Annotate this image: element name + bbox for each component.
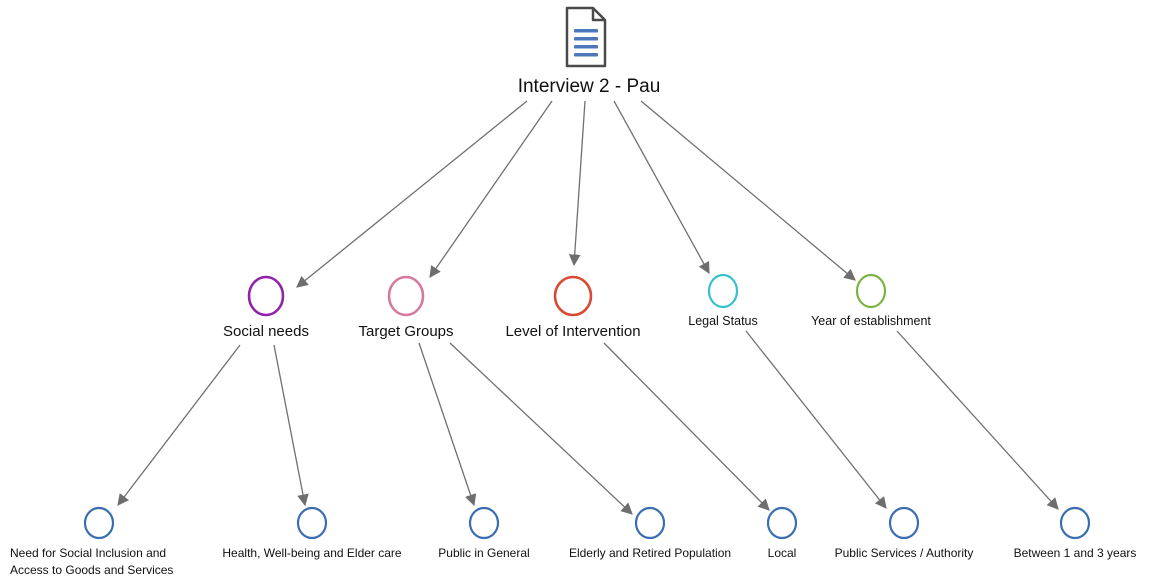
edge-to-code-need-for-social-inclusion-and xyxy=(117,344,241,506)
code-label-social-inclusion-line-2: Access to Goods and Services xyxy=(10,563,174,577)
category-label-legal-status: Legal Status xyxy=(688,314,758,328)
category-label-level-of-intervention: Level of Intervention xyxy=(505,323,641,340)
category-label-target-groups: Target Groups xyxy=(358,323,454,340)
category-node-legal-status[interactable] xyxy=(707,273,739,309)
edge-to-code-public-services-authority xyxy=(745,330,887,509)
code-label-public-services: Public Services / Authority xyxy=(834,546,974,560)
edge-root-to-target-groups xyxy=(429,100,553,278)
edges-layer xyxy=(117,100,1059,515)
category-node-year-of-establishment[interactable] xyxy=(855,273,887,309)
edge-to-code-public-in-general xyxy=(418,342,477,507)
edge-to-code-health-well-being-and-elder-care xyxy=(273,344,309,507)
category-label-social-needs: Social needs xyxy=(223,323,309,340)
document-icon[interactable] xyxy=(565,6,607,68)
root-label: Interview 2 - Pau xyxy=(517,76,661,97)
category-node-level-of-intervention[interactable] xyxy=(553,275,593,317)
category-node-social-needs[interactable] xyxy=(247,275,285,317)
code-node-public-services-authority[interactable] xyxy=(888,506,920,540)
code-node-between-1-and-3-years[interactable] xyxy=(1059,506,1091,540)
code-label-health-wellbeing: Health, Well-being and Elder care xyxy=(222,546,402,560)
code-node-elderly-and-retired-population[interactable] xyxy=(634,506,666,540)
code-label-local: Local xyxy=(767,546,797,560)
nodes-layer xyxy=(83,273,1091,540)
edge-to-code-elderly-and-retired-population xyxy=(449,342,633,515)
category-label-year-of-establishment: Year of establishment xyxy=(811,314,931,328)
edge-root-to-social-needs xyxy=(296,100,528,288)
code-label-between-1-and-3-years: Between 1 and 3 years xyxy=(1013,546,1137,560)
code-label-social-inclusion-line-1: Need for Social Inclusion and xyxy=(10,546,167,560)
code-label-elderly-retired: Elderly and Retired Population xyxy=(568,546,732,560)
edge-to-code-local xyxy=(603,342,770,511)
edge-root-to-level-of-intervention xyxy=(568,100,586,267)
code-node-local[interactable] xyxy=(766,506,798,540)
code-node-need-for-social-inclusion-and[interactable] xyxy=(83,506,115,540)
code-label-public-in-general: Public in General xyxy=(438,546,530,560)
code-node-health-well-being-and-elder-care[interactable] xyxy=(296,506,328,540)
category-node-target-groups[interactable] xyxy=(387,275,425,317)
edge-root-to-legal-status xyxy=(613,100,710,275)
edge-root-to-year-of-establishment xyxy=(640,100,856,281)
code-node-public-in-general[interactable] xyxy=(468,506,500,540)
edge-to-code-between-1-and-3-years xyxy=(896,330,1059,510)
